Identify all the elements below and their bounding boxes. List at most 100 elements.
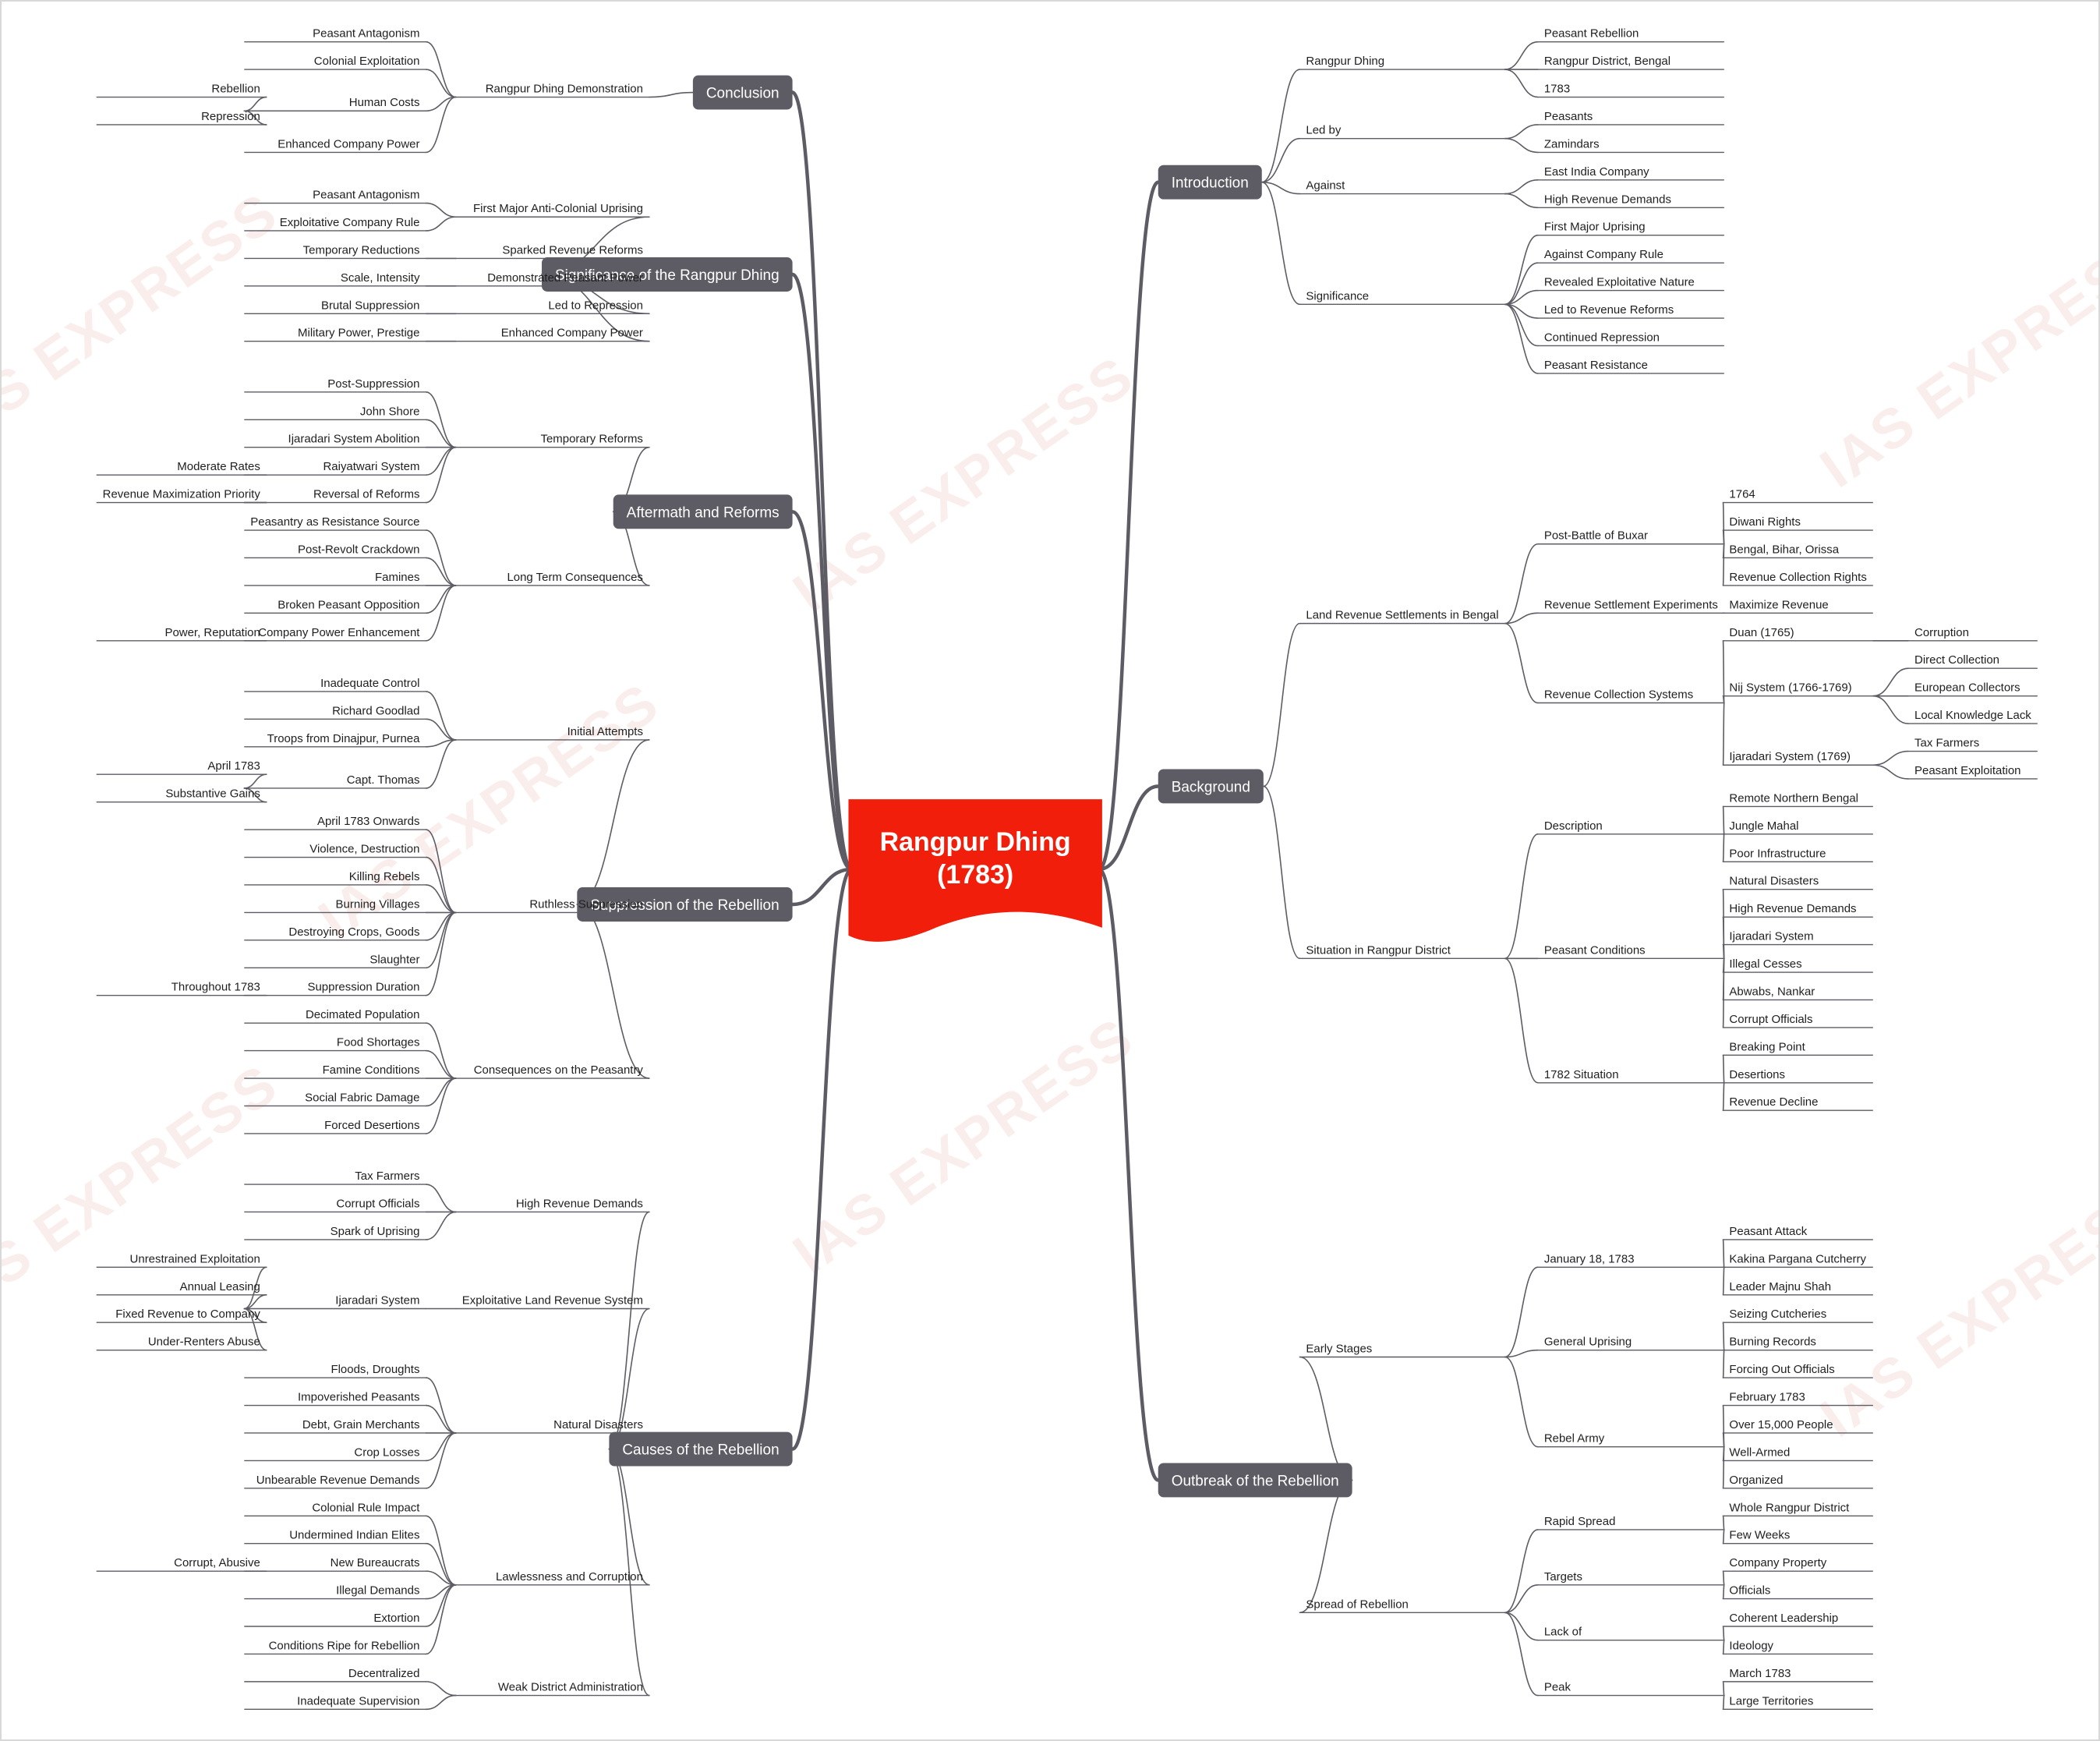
node-human-costs[interactable]: Human Costs — [244, 96, 426, 111]
node-leader-majnu-shah[interactable]: Leader Majnu Shah — [1723, 1280, 1873, 1296]
node-temporary-reforms[interactable]: Temporary Reforms — [455, 433, 649, 448]
node-peasant-antagonism[interactable]: Peasant Antagonism — [244, 27, 426, 43]
node-scale-intensity[interactable]: Scale, Intensity — [244, 271, 426, 287]
node-revenue-settlement-experiments[interactable]: Revenue Settlement Experiments — [1537, 598, 1724, 614]
node-colonial-rule-impact[interactable]: Colonial Rule Impact — [244, 1501, 426, 1516]
node-rebellion[interactable]: Rebellion — [96, 83, 267, 98]
node-exploitative-land-revenue-system[interactable]: Exploitative Land Revenue System — [455, 1294, 649, 1310]
node-large-territories[interactable]: Large Territories — [1723, 1694, 1873, 1711]
node-peak[interactable]: Peak — [1537, 1681, 1724, 1697]
node-under-renters-abuse[interactable]: Under-Renters Abuse — [96, 1336, 267, 1351]
node-revenue-collection-systems[interactable]: Revenue Collection Systems — [1537, 688, 1724, 704]
node-breaking-point[interactable]: Breaking Point — [1723, 1040, 1873, 1056]
node-peasants[interactable]: Peasants — [1537, 110, 1724, 126]
node-corrupt-officials[interactable]: Corrupt Officials — [244, 1197, 426, 1213]
node-ruthless-suppression[interactable]: Ruthless Suppression — [455, 897, 649, 914]
node-demonstrated-peasant-power[interactable]: Demonstrated Peasant Power — [455, 271, 649, 287]
node-revenue-maximization-priority[interactable]: Revenue Maximization Priority — [96, 488, 267, 504]
node-april-1783[interactable]: April 1783 — [96, 759, 267, 775]
node-lack-of[interactable]: Lack of — [1537, 1626, 1724, 1641]
node-general-uprising[interactable]: General Uprising — [1537, 1336, 1724, 1351]
node-reversal-of-reforms[interactable]: Reversal of Reforms — [244, 488, 426, 504]
node-early-stages[interactable]: Early Stages — [1299, 1343, 1505, 1358]
node-impoverished-peasants[interactable]: Impoverished Peasants — [244, 1391, 426, 1407]
node-coherent-leadership[interactable]: Coherent Leadership — [1723, 1612, 1873, 1627]
node-peasant-resistance[interactable]: Peasant Resistance — [1537, 359, 1724, 374]
node-high-revenue-demands[interactable]: High Revenue Demands — [1537, 193, 1724, 208]
node-direct-collection[interactable]: Direct Collection — [1908, 653, 2038, 669]
node-officials[interactable]: Officials — [1723, 1584, 1873, 1600]
node-slaughter[interactable]: Slaughter — [244, 953, 426, 968]
node-spread-of-rebellion[interactable]: Spread of Rebellion — [1299, 1598, 1505, 1613]
node-first-major-uprising[interactable]: First Major Uprising — [1537, 221, 1724, 236]
node-post-suppression[interactable]: Post-Suppression — [244, 377, 426, 393]
node-peasantry-as-resistance-source[interactable]: Peasantry as Resistance Source — [244, 515, 426, 531]
node-significance[interactable]: Significance — [1299, 289, 1505, 306]
node-illegal-cesses[interactable]: Illegal Cesses — [1723, 957, 1873, 973]
node-violence-destruction[interactable]: Violence, Destruction — [244, 843, 426, 858]
node-enhanced-company-power[interactable]: Enhanced Company Power — [455, 327, 649, 342]
node-kakina-pargana-cutcherry[interactable]: Kakina Pargana Cutcherry — [1723, 1252, 1873, 1269]
node-fixed-revenue-to-company[interactable]: Fixed Revenue to Company — [96, 1308, 267, 1323]
node-situation-in-rangpur-district[interactable]: Situation in Rangpur District — [1299, 943, 1505, 959]
node-post-battle-of-buxar[interactable]: Post-Battle of Buxar — [1537, 529, 1724, 545]
node-1782-situation[interactable]: 1782 Situation — [1537, 1068, 1724, 1084]
node-exploitative-company-rule[interactable]: Exploitative Company Rule — [244, 216, 426, 232]
branch-outbreak-of-the-rebellion[interactable]: Outbreak of the Rebellion — [1158, 1463, 1352, 1498]
node-tax-farmers[interactable]: Tax Farmers — [244, 1170, 426, 1185]
node-over-15-000-people[interactable]: Over 15,000 People — [1723, 1418, 1873, 1434]
node-european-collectors[interactable]: European Collectors — [1908, 681, 2038, 697]
node-temporary-reductions[interactable]: Temporary Reductions — [244, 243, 426, 260]
node-nij-system-1766-1769[interactable]: Nij System (1766-1769) — [1723, 681, 1873, 697]
node-consequences-on-the-peasantry[interactable]: Consequences on the Peasantry — [455, 1063, 649, 1079]
branch-conclusion[interactable]: Conclusion — [692, 75, 793, 110]
node-continued-repression[interactable]: Continued Repression — [1537, 331, 1724, 347]
node-rebel-army[interactable]: Rebel Army — [1537, 1432, 1724, 1448]
node-inadequate-control[interactable]: Inadequate Control — [244, 677, 426, 692]
node-zamindars[interactable]: Zamindars — [1537, 137, 1724, 154]
node-remote-northern-bengal[interactable]: Remote Northern Bengal — [1723, 791, 1873, 808]
node-jungle-mahal[interactable]: Jungle Mahal — [1723, 819, 1873, 835]
node-targets[interactable]: Targets — [1537, 1570, 1724, 1586]
node-seizing-cutcheries[interactable]: Seizing Cutcheries — [1723, 1308, 1873, 1323]
node-social-fabric-damage[interactable]: Social Fabric Damage — [244, 1091, 426, 1107]
node-desertions[interactable]: Desertions — [1723, 1068, 1873, 1084]
node-floods-droughts[interactable]: Floods, Droughts — [244, 1363, 426, 1378]
node-power-reputation[interactable]: Power, Reputation — [96, 626, 267, 642]
node-lawlessness-and-corruption[interactable]: Lawlessness and Corruption — [455, 1570, 649, 1586]
node-undermined-indian-elites[interactable]: Undermined Indian Elites — [244, 1529, 426, 1545]
node-burning-villages[interactable]: Burning Villages — [244, 897, 426, 914]
node-poor-infrastructure[interactable]: Poor Infrastructure — [1723, 847, 1873, 862]
node-extortion[interactable]: Extortion — [244, 1612, 426, 1627]
node-ideology[interactable]: Ideology — [1723, 1639, 1873, 1655]
node-maximize-revenue[interactable]: Maximize Revenue — [1723, 598, 1873, 614]
node-march-1783[interactable]: March 1783 — [1723, 1667, 1873, 1683]
node-revenue-decline[interactable]: Revenue Decline — [1723, 1095, 1873, 1111]
node-peasant-antagonism[interactable]: Peasant Antagonism — [244, 189, 426, 204]
node-peasant-rebellion[interactable]: Peasant Rebellion — [1537, 27, 1724, 43]
node-january-18-1783[interactable]: January 18, 1783 — [1537, 1252, 1724, 1269]
node-forced-desertions[interactable]: Forced Desertions — [244, 1119, 426, 1134]
node-crop-losses[interactable]: Crop Losses — [244, 1446, 426, 1462]
node-bengal-bihar-orissa[interactable]: Bengal, Bihar, Orissa — [1723, 543, 1873, 559]
node-duan-1765[interactable]: Duan (1765) — [1723, 626, 1873, 642]
node-repression[interactable]: Repression — [96, 110, 267, 126]
node-broken-peasant-opposition[interactable]: Broken Peasant Opposition — [244, 598, 426, 614]
node-february-1783[interactable]: February 1783 — [1723, 1391, 1873, 1407]
node-annual-leasing[interactable]: Annual Leasing — [96, 1280, 267, 1296]
node-ijaradari-system-abolition[interactable]: Ijaradari System Abolition — [244, 433, 426, 448]
node-diwani-rights[interactable]: Diwani Rights — [1723, 515, 1873, 531]
node-natural-disasters[interactable]: Natural Disasters — [455, 1418, 649, 1434]
node-organized[interactable]: Organized — [1723, 1474, 1873, 1489]
node-1783[interactable]: 1783 — [1537, 83, 1724, 98]
node-corrupt-officials[interactable]: Corrupt Officials — [1723, 1013, 1873, 1028]
node-rangpur-dhing[interactable]: Rangpur Dhing — [1299, 55, 1505, 70]
node-revealed-exploitative-nature[interactable]: Revealed Exploitative Nature — [1537, 276, 1724, 292]
node-new-bureaucrats[interactable]: New Bureaucrats — [244, 1556, 426, 1572]
node-first-major-anti-colonial-uprising[interactable]: First Major Anti-Colonial Uprising — [455, 202, 649, 218]
node-spark-of-uprising[interactable]: Spark of Uprising — [244, 1225, 426, 1240]
node-1764[interactable]: 1764 — [1723, 488, 1873, 504]
node-tax-farmers[interactable]: Tax Farmers — [1908, 737, 2038, 752]
node-burning-records[interactable]: Burning Records — [1723, 1336, 1873, 1351]
node-decentralized[interactable]: Decentralized — [244, 1667, 426, 1683]
